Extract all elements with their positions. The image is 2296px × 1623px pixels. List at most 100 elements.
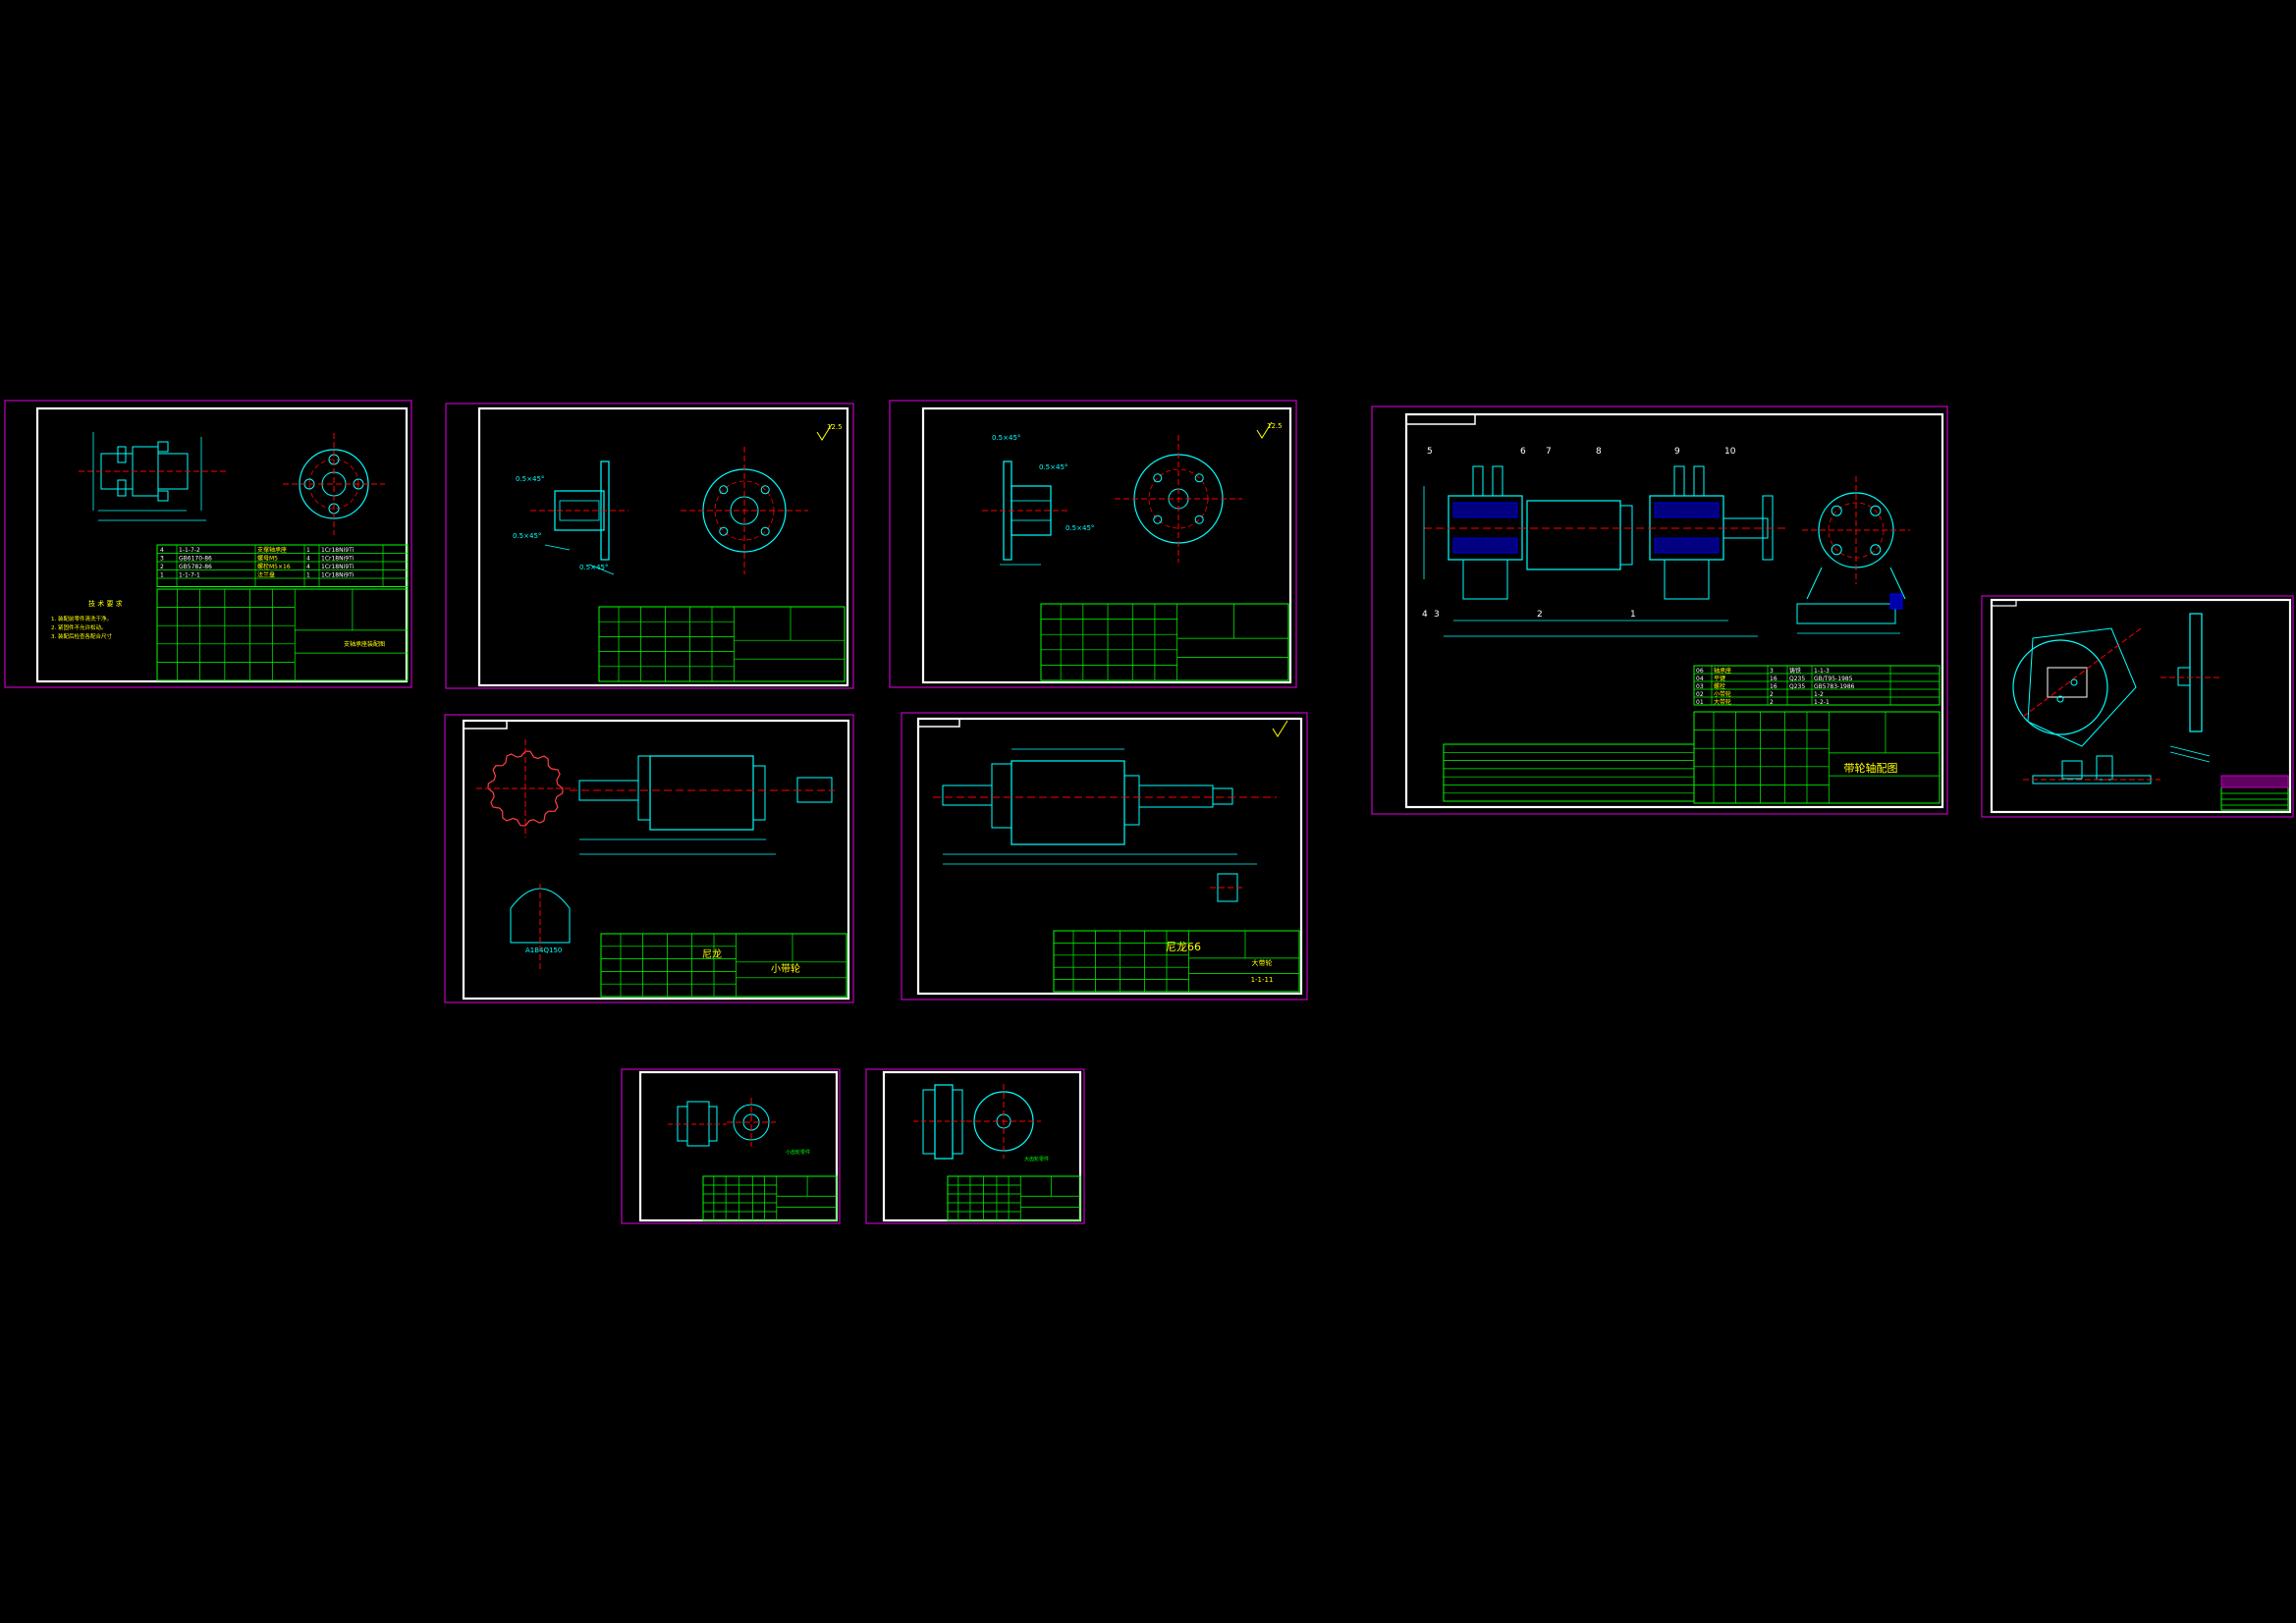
bom-index: 4 (160, 547, 164, 554)
drawing-rect (637, 755, 651, 821)
bom-code: GB6170-86 (179, 556, 212, 563)
drawing-rect (1693, 665, 1941, 706)
bom-name: 大带轮 (1714, 698, 1731, 706)
bom-index: 1 (160, 572, 164, 579)
drawing-circle (1831, 544, 1842, 556)
title-block (598, 606, 846, 682)
drawing-rect (947, 1175, 1081, 1221)
side-view (1796, 476, 1910, 634)
pitch-circle (308, 459, 359, 510)
gear-note: 小齿轮零件 (786, 1149, 810, 1156)
drawing-circle (2070, 678, 2078, 686)
balloon-number: 7 (1546, 447, 1552, 457)
end-view (681, 447, 808, 574)
bom-qty: 2 (1770, 691, 1774, 698)
drawing-border (638, 1070, 839, 1222)
drawing-border (477, 406, 849, 687)
sheet-small-gear[interactable]: 小齿轮零件 (621, 1068, 841, 1224)
drawing-rect (649, 755, 754, 831)
sheet-outer-frame (621, 1068, 841, 1224)
sheet-flange-part-b[interactable]: 0.5×45°0.5×45°0.5×45°12.5 (889, 400, 1297, 688)
center-line (2022, 627, 2142, 718)
sheet-large-detail[interactable] (1981, 595, 2294, 818)
drawing-rect (1796, 603, 1896, 624)
drawing-rect (157, 441, 169, 453)
bom-material: Q235 (1789, 676, 1805, 682)
bom-qty: 4 (306, 556, 310, 563)
hatch-area (1654, 537, 1720, 554)
bom-qty: 3 (1770, 668, 1774, 675)
chamfer-label: 0.5×45° (579, 564, 608, 571)
technical-notes: 技 术 要 求1. 装配前零件清洗干净。2. 紧固件不允许松动。3. 装配后检查… (51, 599, 123, 640)
drawing-rect (1462, 559, 1508, 600)
bom-index: 2 (160, 564, 164, 570)
bom-name: 平键 (1714, 675, 1725, 682)
section-view: 0.5×45°0.5×45°0.5×45° (513, 460, 629, 575)
chamfer-label: 0.5×45° (1039, 463, 1067, 471)
note-line: 3. 装配后检查各配合尺寸 (51, 632, 112, 640)
sheet-flange-part-a[interactable]: 0.5×45°0.5×45°0.5×45°12.5 (445, 403, 854, 689)
bom-material: 1Cr18Ni9Ti (321, 564, 355, 570)
drawing-rect (1693, 711, 1941, 804)
drawing-line (1806, 567, 1823, 600)
sheet-outer-frame (865, 1068, 1085, 1224)
border-tab (1991, 599, 2017, 607)
bom-qty: 16 (1770, 676, 1777, 682)
drawing-circle (1194, 473, 1204, 483)
hatch-area (1452, 502, 1518, 518)
bom-qty: 16 (1770, 683, 1777, 690)
bom-qty: 1 (306, 547, 310, 554)
balloon-number: 6 (1520, 447, 1526, 457)
sheet-large-gear[interactable]: 大齿轮零件 (865, 1068, 1085, 1224)
bom-name: 法兰盘 (257, 571, 275, 579)
drawing-rect (991, 763, 1012, 829)
drawing-border (916, 717, 1303, 996)
roughness-symbol (1272, 720, 1288, 737)
balloon-number: 5 (1427, 447, 1433, 457)
detail-note: A1B4Q150 (525, 947, 562, 954)
roughness-tick (1256, 421, 1273, 439)
drawing-rect (1040, 603, 1289, 681)
title-block-material: 尼龙 (702, 947, 722, 960)
drawing-rect (796, 777, 833, 803)
drawing-circle (1153, 514, 1163, 524)
hatch-area (1452, 537, 1518, 554)
bom-qty: 2 (1770, 699, 1774, 706)
drawing-rect (752, 765, 766, 821)
gear-view: 大齿轮零件 (913, 1084, 1049, 1163)
drawing-rect (1053, 930, 1300, 993)
bom-code: GB5782-86 (179, 564, 212, 570)
drawing-rect (1619, 505, 1633, 566)
drawing-rect (157, 490, 169, 502)
chamfer-label: 0.5×45° (516, 475, 544, 483)
title-block (156, 588, 409, 681)
title-block-code: 1-1-11 (1251, 976, 1274, 984)
part-rect (2047, 667, 2088, 698)
drawing-rect (2177, 667, 2191, 686)
drawing-circle (719, 485, 729, 495)
balloon-number: 1 (1630, 610, 1636, 620)
section-view: 0.5×45°0.5×45°0.5×45° (982, 434, 1094, 566)
end-view (1115, 435, 1242, 563)
title-block (1693, 711, 1941, 804)
balloon-number: 9 (1674, 447, 1680, 457)
roughness-value: 12.5 (827, 423, 843, 431)
drawing-circle (719, 526, 729, 536)
balloon-number: 4 (1422, 610, 1428, 620)
title-block (600, 933, 847, 998)
drawing-rect (1123, 775, 1140, 826)
balloon-number: 3 (1434, 610, 1440, 620)
drawing-circle (2012, 639, 2108, 735)
drawing-circle (1870, 505, 1882, 516)
border-tab (463, 720, 508, 730)
drawing-rect (598, 606, 846, 682)
bom-material: Q235 (1789, 683, 1805, 690)
bom-name: 螺栓M5×16 (257, 563, 291, 570)
note-line: 2. 紧固件不允许松动。 (51, 623, 107, 631)
drawing-rect (1212, 787, 1233, 805)
